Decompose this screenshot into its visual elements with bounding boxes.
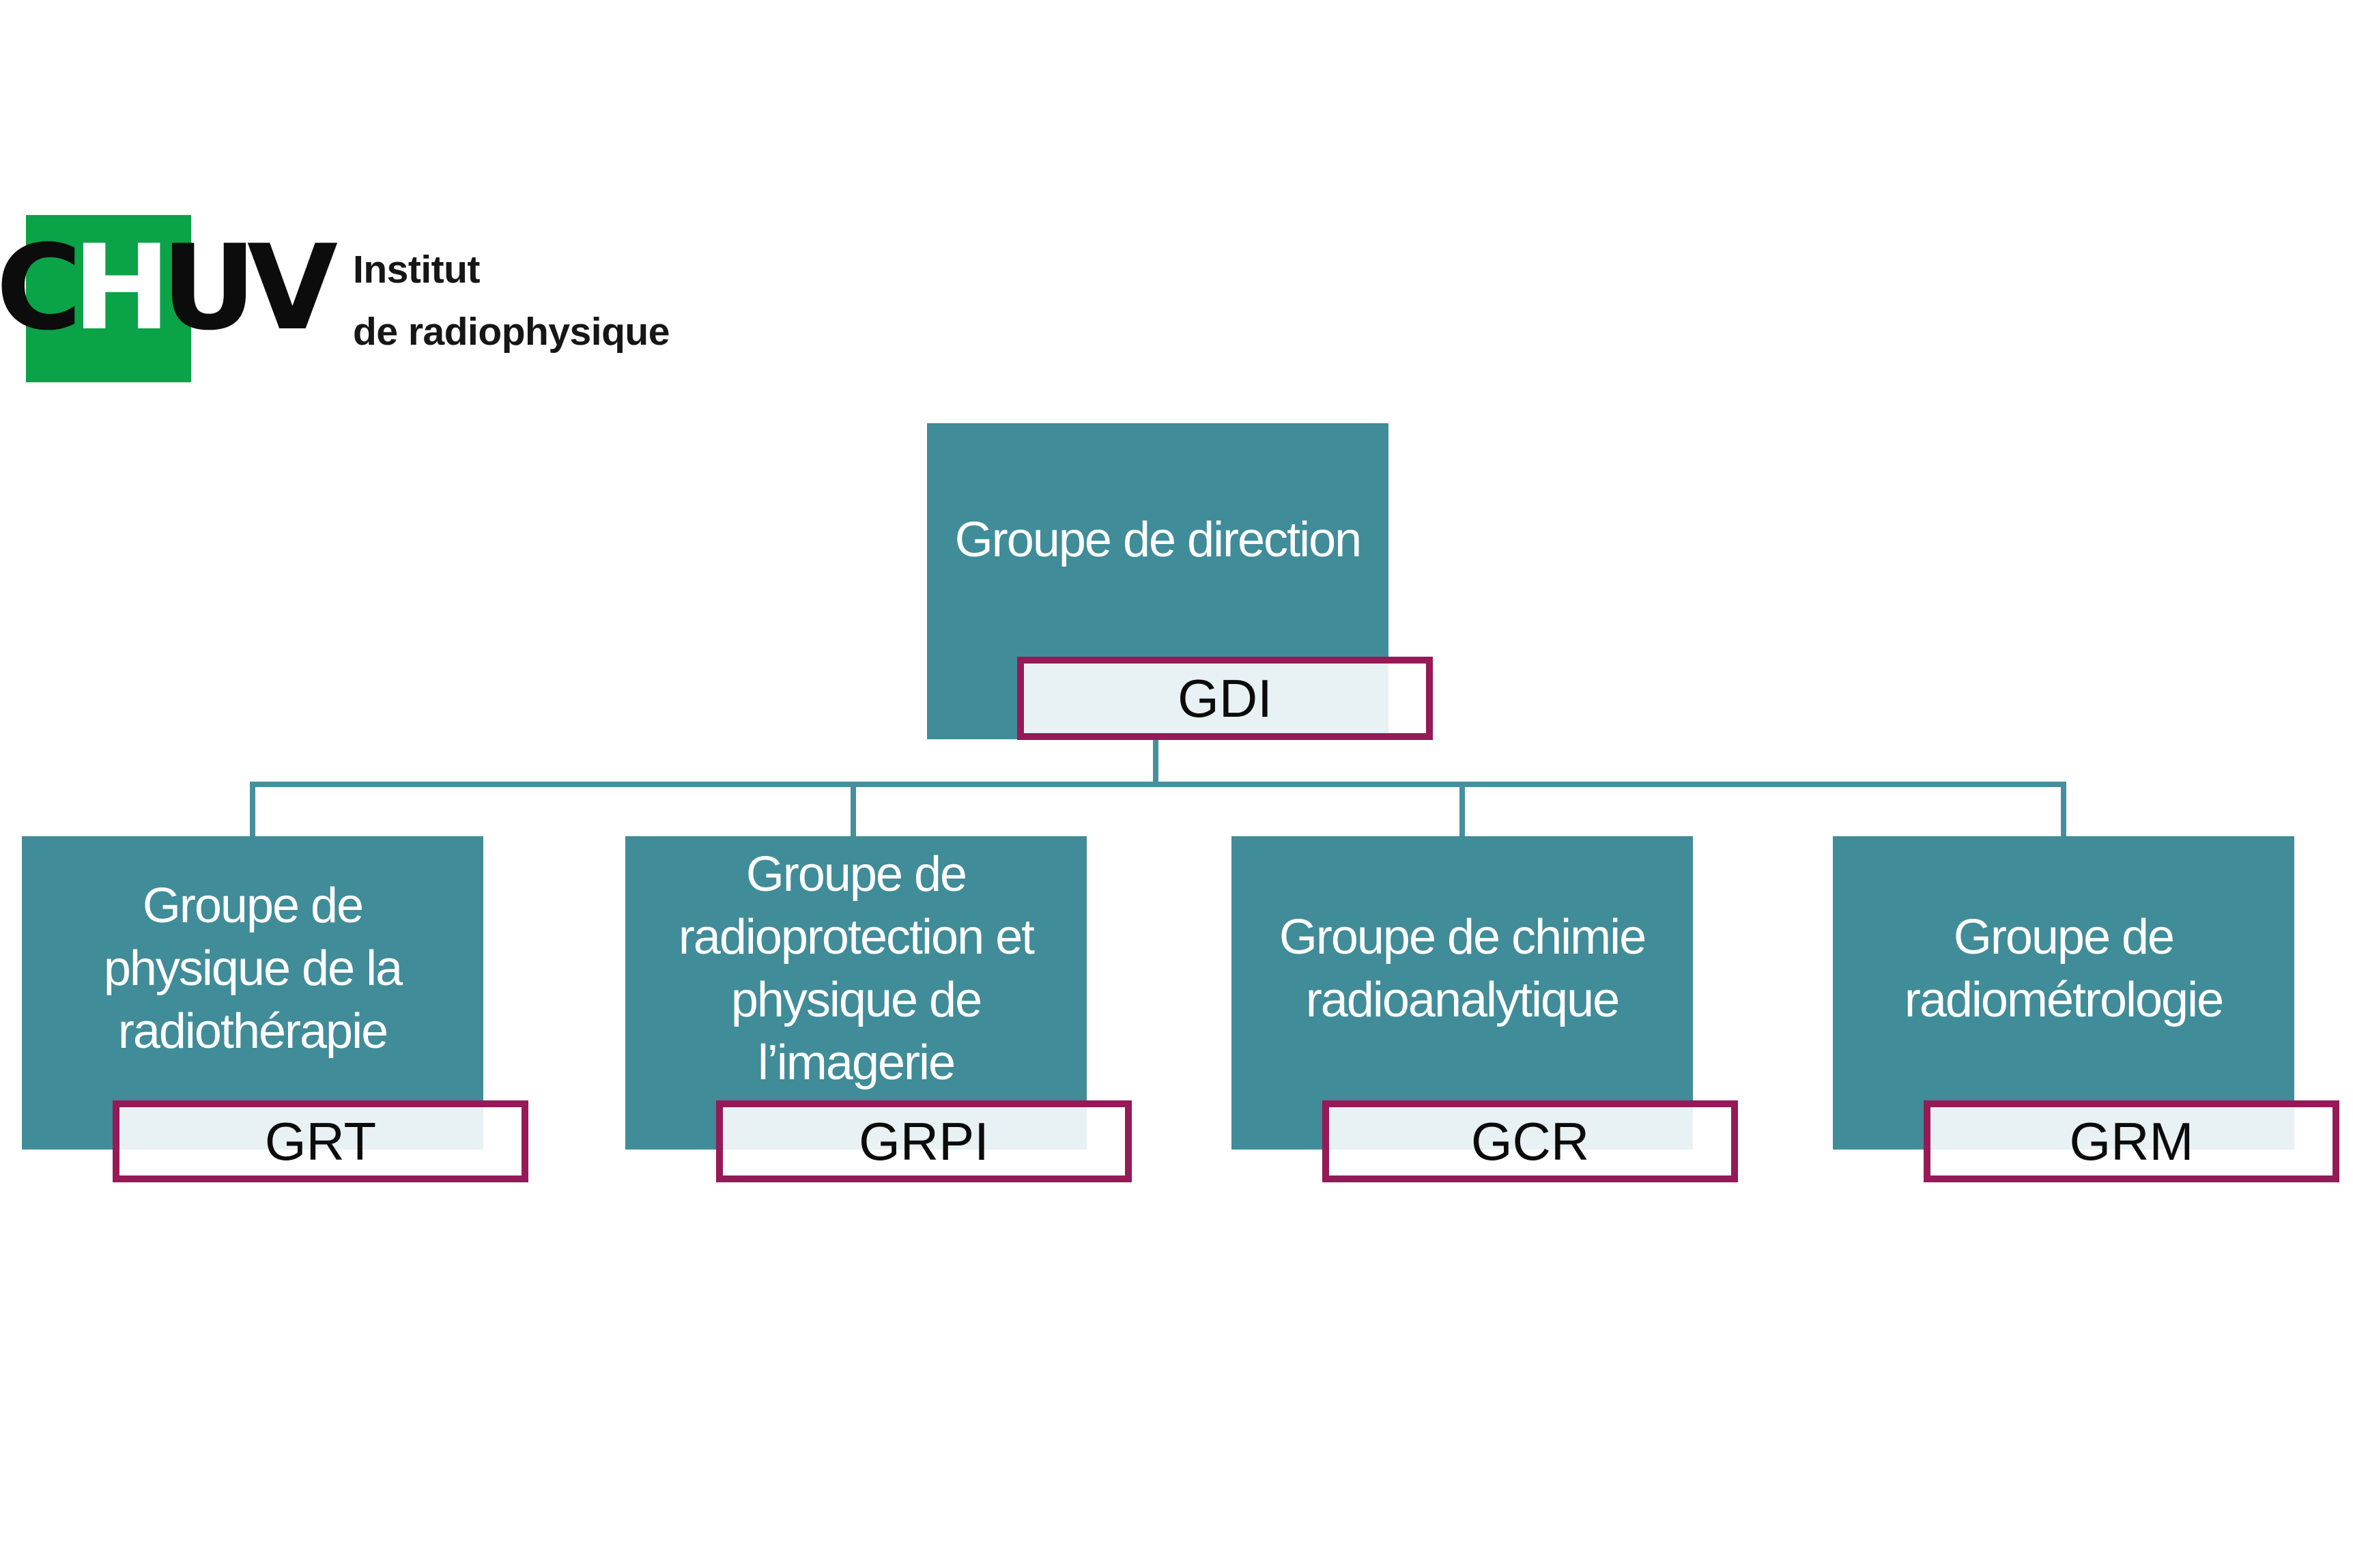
connector-drop-grt	[250, 782, 255, 836]
chuv-letter-u: U	[161, 219, 257, 356]
connector-drop-grm	[2061, 782, 2066, 836]
org-label-gcr-text: GCR	[1470, 1111, 1590, 1171]
org-box-radioprotection-imagerie	[625, 836, 1087, 1150]
chuv-letter-c: C	[0, 219, 82, 356]
connector-drop-gdi	[1153, 740, 1158, 787]
org-box-chimie-radioanalytique-title: Groupe de chimie radioanalytique	[1279, 909, 1646, 1027]
chuv-letter-h: H	[72, 219, 171, 356]
org-label-gdi: GDI	[1017, 657, 1433, 740]
org-label-grpi-text: GRPI	[859, 1111, 989, 1171]
institute-name-line1: Institut	[353, 248, 480, 291]
org-label-gcr: GCR	[1322, 1100, 1738, 1182]
chuv-letter-v: V	[246, 219, 338, 356]
org-label-grm-text: GRM	[2069, 1111, 2194, 1171]
org-box-radioprotection-imagerie-title: Groupe de radioprotection et physique de…	[678, 846, 1035, 1090]
org-box-chimie-radioanalytique	[1231, 836, 1693, 1150]
org-box-radiometrologie-title: Groupe de radiométrologie	[1904, 909, 2224, 1027]
chuv-logo-green-square	[26, 215, 191, 382]
connector-drop-gcr	[1459, 782, 1465, 836]
institute-name-line2: de radiophysique	[353, 310, 670, 354]
connector-drop-grpi	[851, 782, 856, 836]
org-label-grpi: GRPI	[716, 1100, 1132, 1182]
org-box-radiometrologie	[1833, 836, 2294, 1150]
org-box-radiotherapie-title: Groupe de physique de la radiothérapie	[103, 878, 403, 1059]
org-label-gdi-text: GDI	[1178, 668, 1272, 728]
institute-name: Institut de radiophysique	[353, 239, 670, 363]
org-label-grt-text: GRT	[264, 1111, 377, 1171]
org-label-grm: GRM	[1924, 1100, 2339, 1182]
org-box-direction-title: Groupe de direction	[954, 513, 1362, 567]
chuv-logo-letters: CHUV	[0, 229, 378, 347]
org-label-grt: GRT	[113, 1100, 528, 1182]
org-box-radiotherapie	[22, 836, 483, 1150]
